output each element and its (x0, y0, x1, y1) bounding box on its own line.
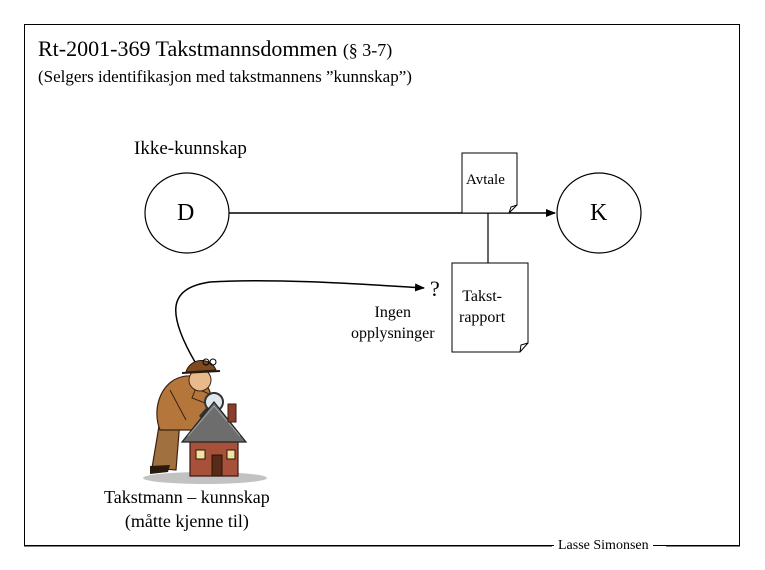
slide-title: Rt-2001-369 Takstmannsdommen (§ 3-7) (38, 36, 392, 62)
ingen-line-1: Ingen (374, 304, 411, 321)
takstmann-line-1: Takstmann – kunnskap (104, 487, 270, 507)
ikke-kunnskap-label: Ikke-kunnskap (134, 138, 247, 159)
takstrapport-document (451, 262, 529, 353)
avtale-document (461, 152, 518, 214)
node-k-label: K (590, 200, 608, 226)
node-k-circle (556, 172, 642, 254)
takstrapport-document-fold (519, 342, 529, 353)
author-footer: Lasse Simonsen (554, 538, 653, 554)
avtale-document-fold (508, 204, 518, 214)
question-mark: ? (430, 276, 440, 301)
avtale-label: Avtale (466, 172, 505, 188)
takst-line-1: Takst- (462, 288, 502, 305)
detective-inspecting-house-icon (143, 358, 267, 484)
title-main: Rt-2001-369 Takstmannsdommen (38, 36, 338, 61)
node-d-label: D (177, 200, 195, 226)
slide-subtitle: (Selgers identifikasjon med takstmannens… (38, 67, 412, 86)
takstrapport-label: Takst- rapport (459, 286, 505, 328)
takstmann-line-2: (måtte kjenne til) (124, 511, 249, 531)
takstmann-label: Takstmann – kunnskap (måtte kjenne til) (104, 485, 270, 533)
inquiry-curve (174, 279, 425, 363)
ingen-opplysninger-label: Ingen opplysninger (351, 302, 435, 344)
ingen-line-2: opplysninger (351, 325, 435, 342)
takst-line-2: rapport (459, 309, 506, 326)
title-section: (§ 3-7) (342, 40, 393, 60)
